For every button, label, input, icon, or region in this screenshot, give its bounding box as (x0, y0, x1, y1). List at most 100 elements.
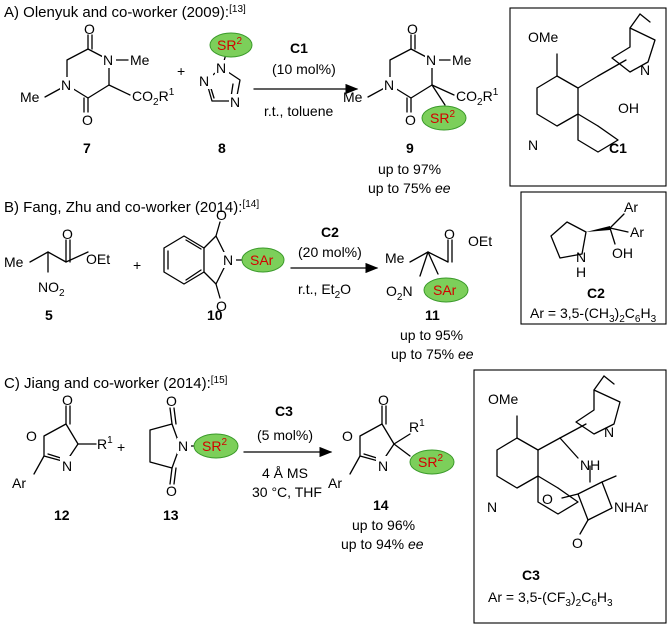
ethoxy-label: OEt (468, 233, 492, 249)
atom-o: O (26, 428, 37, 444)
ee-c: up to 94% ee (341, 536, 424, 552)
methoxy-label: OMe (528, 29, 559, 45)
atom-o: O (166, 393, 177, 409)
atom-n: N (223, 252, 233, 268)
compound-number-12: 12 (54, 507, 70, 523)
atom-o: O (405, 112, 416, 128)
conditions-a: r.t., toluene (264, 103, 333, 119)
amine-label: NH (580, 457, 600, 473)
atom-o: O (166, 483, 177, 499)
atom-h: H (576, 264, 586, 280)
compound-13-structure: N O O SR2 (149, 393, 239, 499)
section-c-title: C) Jiang and co-worker (2014):[15] (4, 375, 228, 392)
methyl-label: Me (20, 89, 40, 105)
conditions-c-2: 30 °C, THF (252, 484, 322, 500)
catalyst-label-c: C3 (275, 403, 293, 419)
atom-n: N (103, 52, 113, 68)
atom-n: N (487, 499, 497, 515)
compound-number-7: 7 (83, 140, 91, 156)
atom-n: N (378, 458, 388, 474)
aryl-label: Ar (328, 475, 342, 491)
methoxy-label: OMe (488, 391, 519, 407)
ee-b: up to 75% ee (391, 346, 474, 362)
section-a-title: A) Olenyuk and co-worker (2009):[13] (4, 4, 246, 21)
compound-12-structure: O N O Ar R1 (12, 392, 113, 491)
catalyst-c3-structure: OMe N N NH O O NHAr (487, 375, 649, 551)
sr2-label: SR2 (418, 453, 443, 470)
catalyst-loading-a: (10 mol%) (272, 61, 336, 77)
methyl-label: Me (4, 254, 24, 270)
atom-o: O (342, 428, 353, 444)
catalyst-c2-label: C2 (587, 285, 605, 301)
ar-definition-c2: Ar = 3,5-(CH3)2C6H3 (530, 305, 657, 325)
catalyst-label-b: C2 (321, 224, 339, 240)
atom-n: N (230, 94, 240, 110)
compound-9-structure: N N O O Me Me CO2R1 SR2 (343, 21, 499, 131)
plus-sign: + (117, 439, 125, 455)
ar-definition-c3: Ar = 3,5-(CF3)2C6H3 (488, 589, 613, 609)
atom-o: O (572, 535, 583, 551)
hydroxyl-label: OH (612, 245, 633, 261)
methyl-label: Me (130, 52, 150, 68)
atom-n: N (528, 137, 538, 153)
compound-number-5: 5 (45, 307, 53, 323)
catalyst-c1-structure: OMe N N OH (528, 13, 656, 153)
compound-number-9: 9 (406, 140, 414, 156)
catalyst-box-c2 (520, 191, 667, 325)
ethoxy-label: OEt (86, 251, 110, 267)
atom-n: N (62, 458, 72, 474)
r1-label: R1 (409, 418, 425, 435)
ester-label: CO2R1 (456, 87, 499, 108)
aryl-label: Ar (12, 475, 26, 491)
sar-label: SAr (250, 252, 274, 268)
atom-n: N (604, 424, 614, 440)
methyl-label: Me (343, 89, 363, 105)
sr2-label: SR2 (430, 109, 455, 126)
catalyst-c2-structure: Ar Ar OH N H (550, 199, 644, 280)
nhar-label: NHAr (614, 499, 649, 515)
methyl-label: Me (452, 52, 472, 68)
catalyst-c3-label: C3 (522, 567, 540, 583)
hydroxyl-label: OH (618, 100, 639, 116)
yield-b: up to 95% (400, 327, 463, 343)
sar-label: SAr (433, 282, 457, 298)
atom-o: O (62, 392, 73, 408)
section-b-title: B) Fang, Zhu and co-worker (2014):[14] (4, 199, 259, 216)
methyl-label: Me (385, 250, 405, 266)
atom-n: N (61, 77, 71, 93)
sr2-label: SR2 (202, 437, 227, 454)
atom-o: O (444, 226, 455, 242)
catalyst-loading-c: (5 mol%) (257, 427, 313, 443)
atom-n: N (384, 77, 394, 93)
atom-o: O (62, 226, 73, 242)
atom-o: O (216, 298, 227, 314)
catalyst-box-c3 (473, 369, 667, 624)
sr2-label: SR2 (217, 36, 242, 53)
atom-n: N (216, 60, 226, 76)
atom-o: O (407, 21, 418, 37)
catalyst-box-c1 (509, 7, 667, 187)
compound-number-11: 11 (425, 307, 440, 323)
yield-a: up to 97% (378, 161, 441, 177)
compound-10-structure: N O O SAr (163, 207, 285, 314)
compound-number-13: 13 (163, 507, 179, 523)
compound-14-structure: O N O Ar R1 SR2 (328, 392, 455, 491)
atom-o: O (84, 21, 95, 37)
atom-n: N (199, 73, 209, 89)
nitro-label: O2N (386, 283, 413, 303)
compound-11-structure: Me O OEt O2N SAr (385, 226, 492, 303)
atom-o: O (82, 112, 93, 128)
plus-sign: + (133, 257, 141, 273)
atom-n: N (576, 249, 586, 265)
conditions-c-1: 4 Å MS (262, 465, 308, 481)
aryl-label: Ar (624, 199, 638, 215)
compound-number-10: 10 (207, 307, 223, 323)
yield-c: up to 96% (352, 517, 415, 533)
r1-label: R1 (97, 435, 113, 452)
atom-o: O (378, 392, 389, 408)
compound-7-structure: N N O O Me Me CO2R1 (20, 21, 175, 128)
catalyst-label-a: C1 (290, 40, 308, 56)
atom-n: N (640, 62, 650, 78)
conditions-b: r.t., Et2O (298, 281, 351, 301)
